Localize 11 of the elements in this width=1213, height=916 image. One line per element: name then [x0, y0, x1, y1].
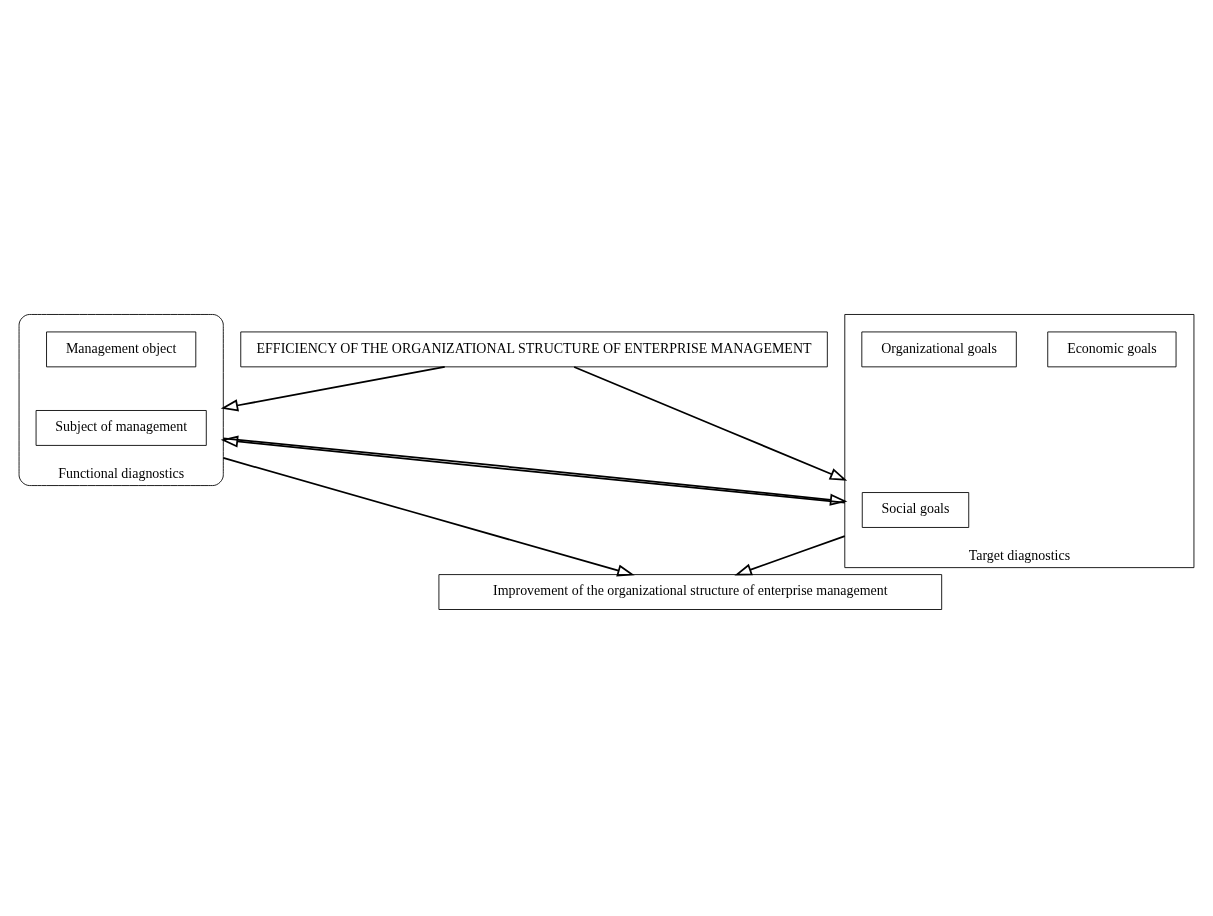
node-box: EFFICIENCY OF THE ORGANIZATIONAL STRUCTURE OF ENTERPRISE MANAGEMENT — [240, 331, 828, 367]
node-box: Subject of management — [35, 409, 207, 446]
node-box: Management object — [46, 331, 197, 367]
arrow — [222, 456, 635, 576]
arrow — [220, 365, 446, 411]
node-box: Improvement of the organizational structure of enterprise management — [438, 573, 943, 610]
node-box: Organizational goals — [861, 331, 1017, 367]
arrow — [734, 534, 846, 575]
node-box: Economic goals — [1047, 331, 1177, 367]
arrow — [573, 365, 848, 481]
node-box: Social goals — [861, 491, 970, 528]
